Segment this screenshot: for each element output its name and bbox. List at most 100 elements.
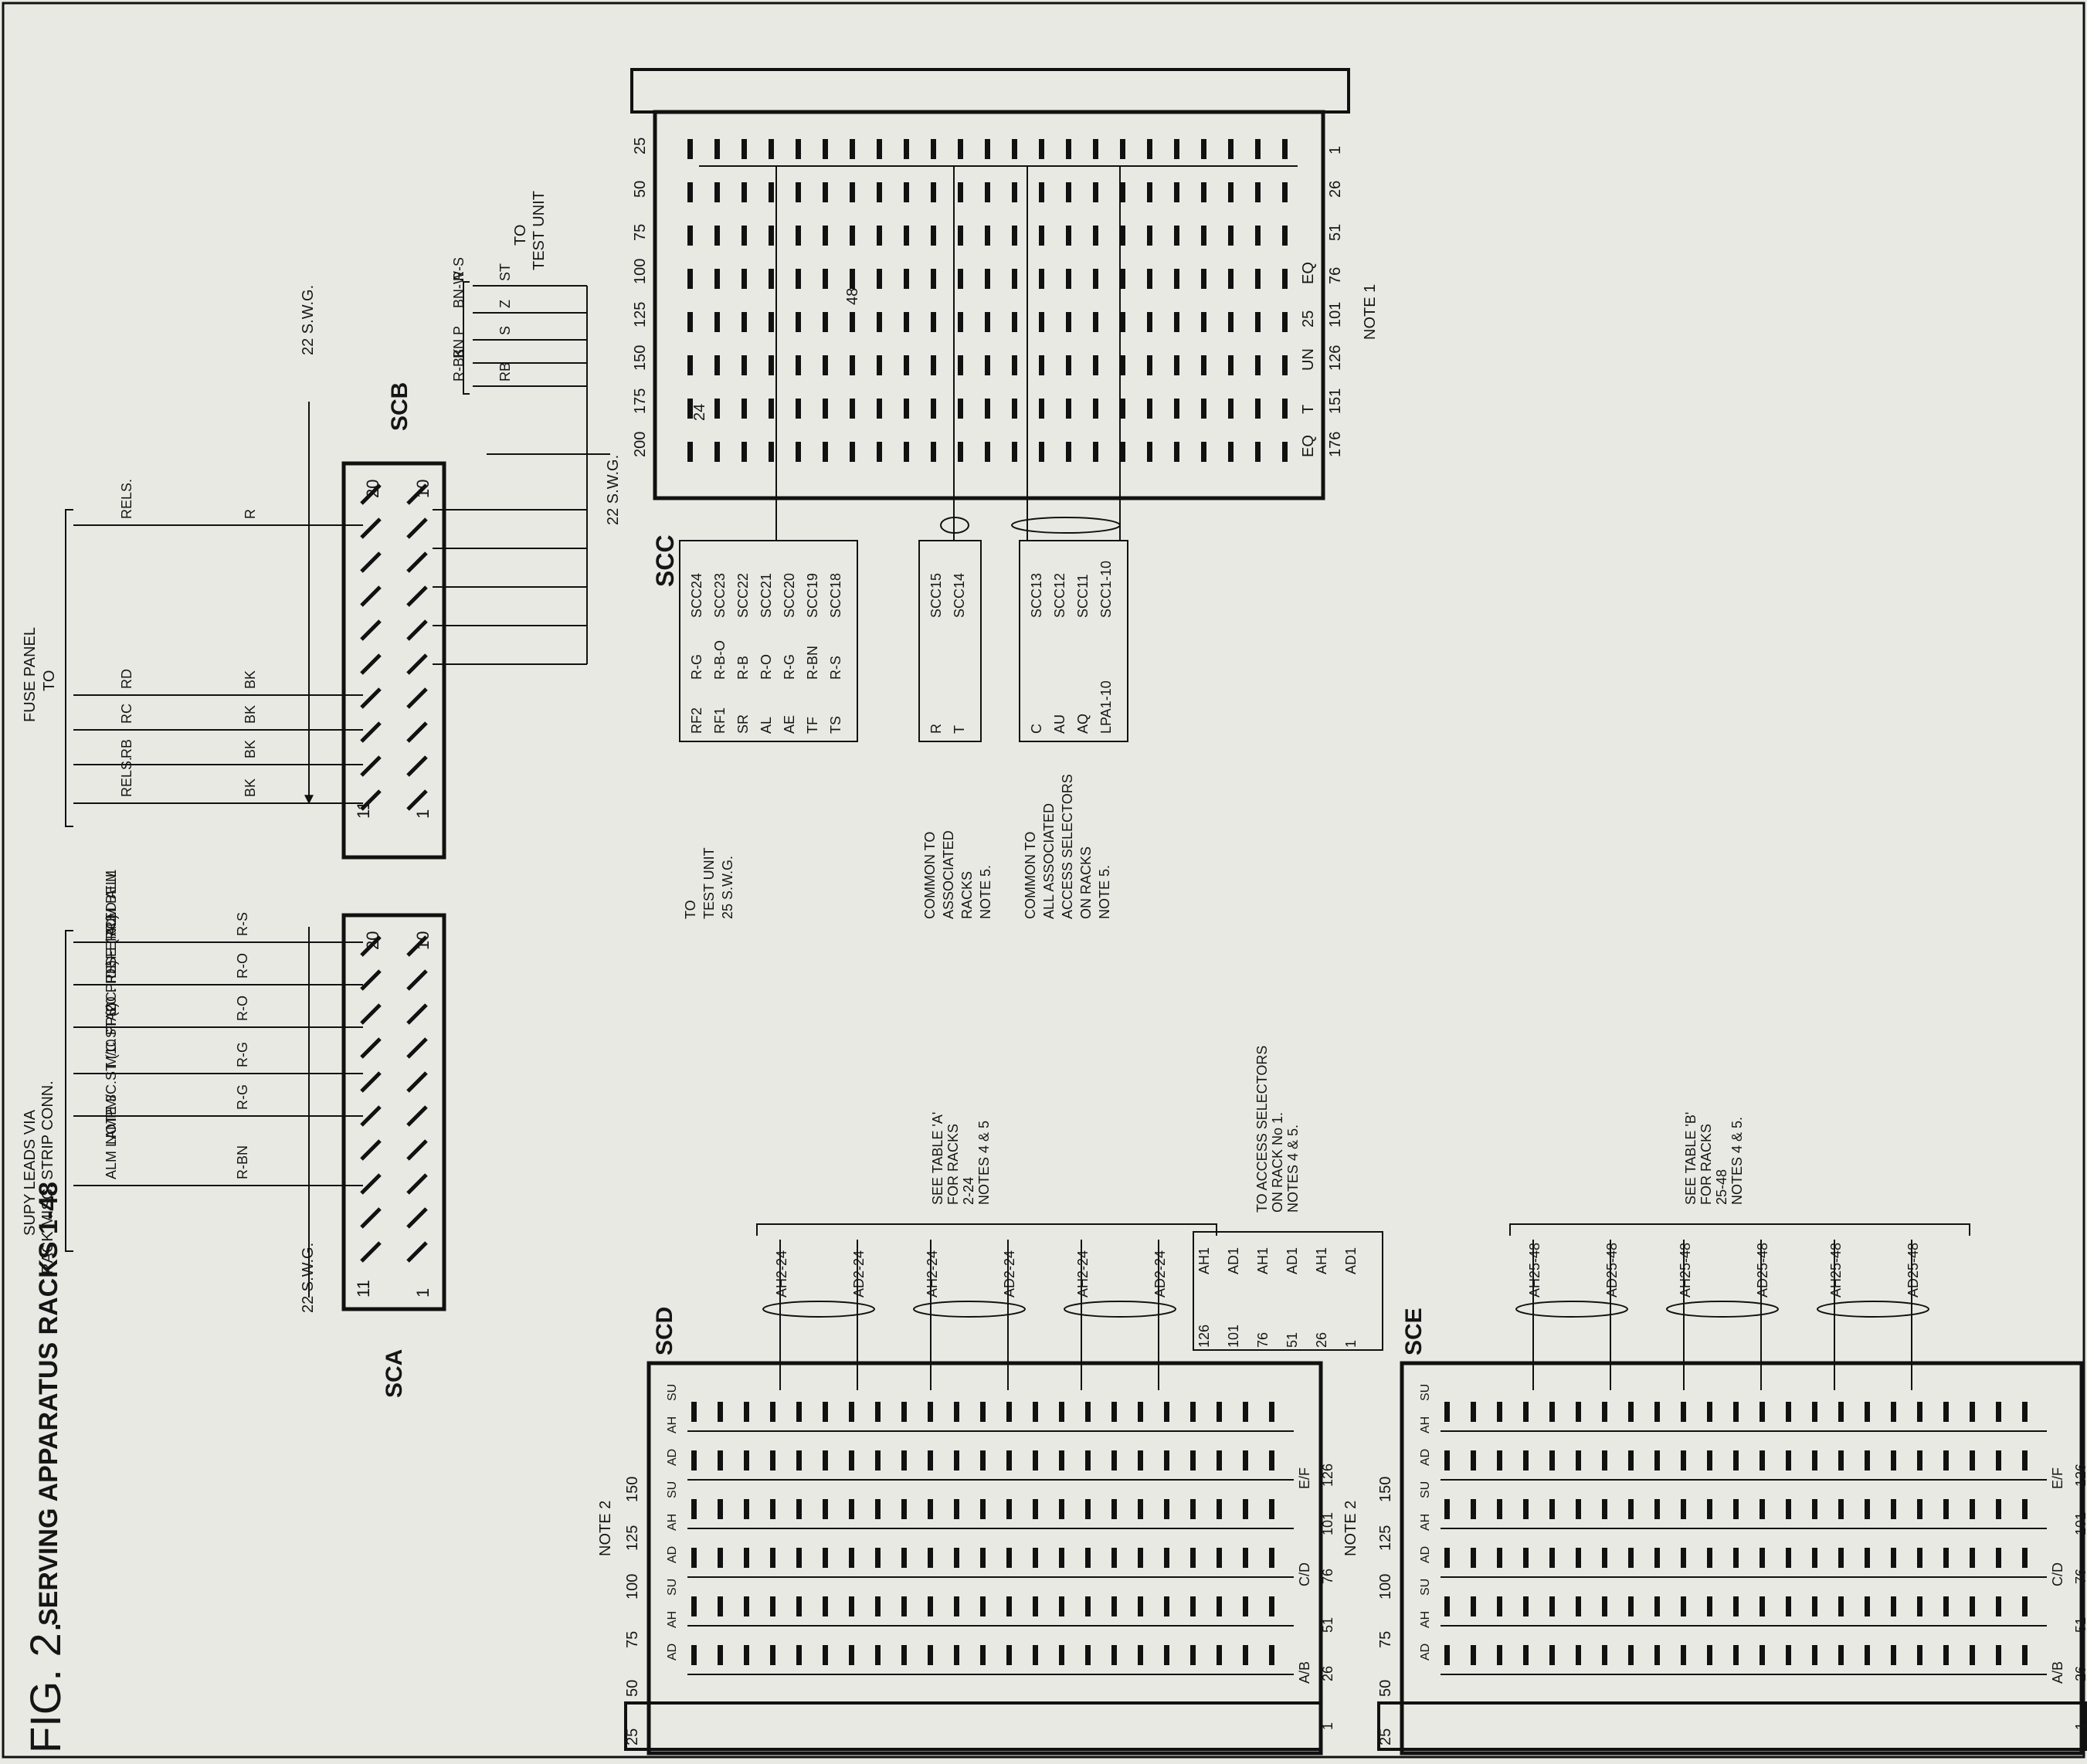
test-lead-name: RB — [497, 362, 513, 382]
scc-terminal — [769, 226, 774, 246]
scc-terminal — [769, 269, 774, 289]
supy-lead-colour: R-G — [235, 1042, 250, 1067]
sce-terminal — [1444, 1645, 1450, 1665]
scd-terminal — [744, 1596, 749, 1616]
scb-swg-right: 22 S.W.G. — [605, 455, 622, 525]
scd-terminal — [1085, 1402, 1091, 1422]
sce-terminal — [1654, 1596, 1660, 1616]
scd-terminal — [954, 1645, 959, 1665]
scc-terminal — [1201, 182, 1206, 202]
scd-terminal — [1085, 1499, 1091, 1519]
sce-terminal — [1471, 1596, 1476, 1616]
pin-tick — [360, 1207, 382, 1229]
sce-terminal — [1549, 1450, 1555, 1471]
scc-terminal — [1228, 182, 1234, 202]
sce-terminal — [1733, 1450, 1739, 1471]
scc-terminal — [714, 312, 720, 332]
access-row-name: AD1 — [1284, 1247, 1300, 1274]
sce-terminal — [1970, 1645, 1975, 1665]
scd-terminal — [954, 1450, 959, 1471]
sce-terminal — [1838, 1645, 1844, 1665]
scd-terminal — [1033, 1402, 1038, 1422]
scc-group-terminal: SCC18 — [828, 573, 843, 618]
access-row-number: 1 — [1343, 1340, 1359, 1348]
scc-terminal — [1282, 399, 1288, 419]
scd-terminal — [744, 1499, 749, 1519]
fuse-panel-label-2: FUSE PANEL — [22, 627, 39, 722]
scd-terminal — [1111, 1450, 1117, 1471]
scc-terminal — [687, 139, 693, 159]
scc-terminal — [1201, 442, 1206, 462]
scc-terminal — [931, 442, 936, 462]
scc-terminal — [958, 269, 963, 289]
sce-note-2: NOTE 2 — [1342, 1501, 1359, 1556]
scc-terminal — [1120, 226, 1125, 246]
scc-terminal — [741, 312, 747, 332]
sca-bracket — [65, 930, 73, 1252]
sce-terminal — [1497, 1499, 1502, 1519]
scc-group-terminal: SCC20 — [782, 573, 797, 618]
scd-terminal — [823, 1596, 828, 1616]
scd-terminal — [1269, 1645, 1274, 1665]
fuse-lead-colour: BK — [243, 670, 258, 689]
sce-group-mark: A/B — [2050, 1661, 2065, 1684]
scc-terminal — [985, 355, 990, 375]
scc-terminal — [985, 312, 990, 332]
sce-terminal — [1576, 1450, 1581, 1471]
scd-terminal — [901, 1450, 907, 1471]
scc-terminal — [1255, 182, 1261, 202]
scc-terminal — [931, 226, 936, 246]
sce-terminal — [1865, 1596, 1870, 1616]
scc-mounting-bar — [630, 68, 1350, 114]
scd-terminal — [823, 1548, 828, 1568]
pin-tick — [406, 1037, 428, 1059]
sce-terminal — [1865, 1645, 1870, 1665]
scc-mark-24: 24 — [691, 404, 708, 421]
scc-terminal — [1228, 312, 1234, 332]
scc-jumper-loop — [940, 517, 969, 534]
sce-terminal — [1523, 1499, 1529, 1519]
sce-top-number: 25 — [1377, 1728, 1394, 1745]
scd-terminal — [691, 1645, 697, 1665]
scc-group-code: C — [1029, 724, 1044, 734]
scd-terminal — [1111, 1596, 1117, 1616]
sce-terminal — [1917, 1402, 1922, 1422]
sce-terminal — [1602, 1645, 1607, 1665]
scd-terminal — [1217, 1645, 1222, 1665]
sce-terminal — [1707, 1548, 1712, 1568]
access-row-name: AH1 — [1255, 1247, 1271, 1274]
access-row-name: AH1 — [1314, 1247, 1329, 1274]
sce-terminal — [1654, 1645, 1660, 1665]
sce-terminal — [1471, 1645, 1476, 1665]
scd-terminal — [849, 1645, 854, 1665]
scc-group-note: ACCESS SELECTORS — [1060, 774, 1075, 919]
scc-group-code: TS — [828, 716, 843, 734]
scd-terminal — [928, 1450, 933, 1471]
sce-row-code: SU — [1419, 1384, 1432, 1401]
scc-group-terminal: SCC14 — [952, 573, 967, 618]
scc-terminal — [985, 139, 990, 159]
scc-top-number: 200 — [632, 432, 649, 457]
scd-terminal — [1111, 1499, 1117, 1519]
sce-group-mark: C/D — [2050, 1562, 2065, 1586]
sce-terminal — [1733, 1645, 1739, 1665]
scc-right-number: 26 — [1327, 181, 1344, 198]
scc-right-number: 51 — [1327, 224, 1344, 241]
scc-terminal — [1255, 269, 1261, 289]
scc-terminal — [850, 442, 855, 462]
pin-tick — [360, 585, 382, 607]
scc-terminal — [1201, 355, 1206, 375]
scd-terminal — [1006, 1450, 1012, 1471]
access-row-name: AD1 — [1343, 1247, 1359, 1274]
scd-terminal — [1217, 1450, 1222, 1471]
scc-group-code: AQ — [1075, 714, 1091, 734]
scc-group-note: COMMON TO — [1023, 832, 1038, 919]
scb-strip — [341, 461, 446, 860]
sce-right-number: 126 — [2073, 1464, 2087, 1487]
sce-terminal — [1733, 1596, 1739, 1616]
scc-group-colour: R-B-O — [712, 640, 728, 680]
sce-terminal — [1497, 1450, 1502, 1471]
sce-terminal — [1681, 1450, 1686, 1471]
